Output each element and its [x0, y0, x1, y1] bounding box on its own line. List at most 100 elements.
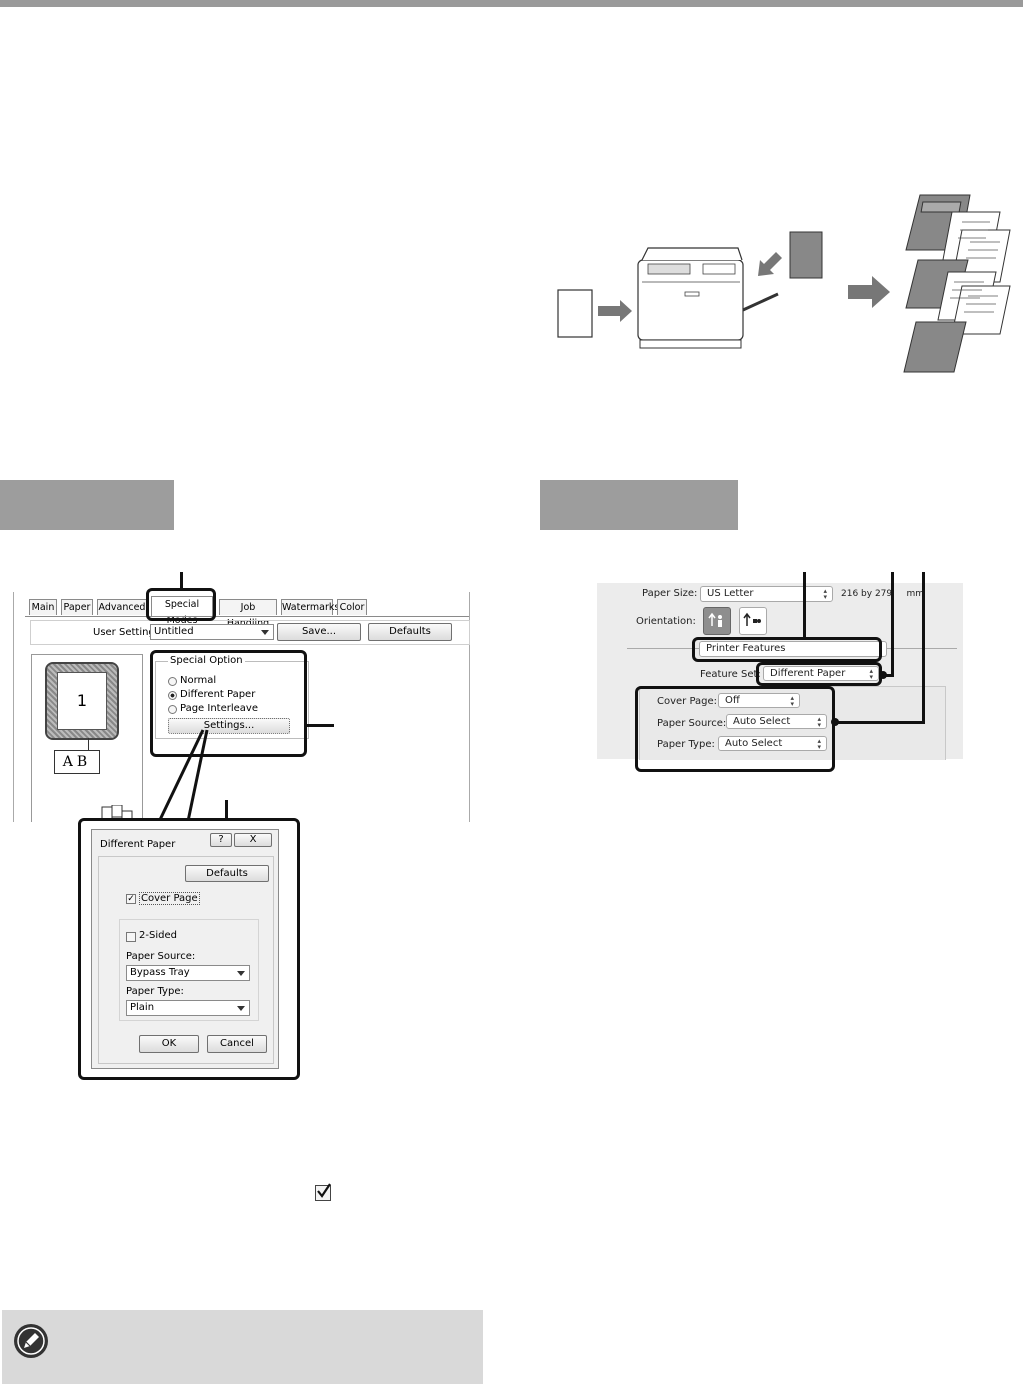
- tab-job-handling[interactable]: Job Handling: [219, 599, 277, 629]
- stepper-icon: ▴▾: [790, 694, 794, 708]
- user-settings-label: User Settings:: [93, 627, 164, 638]
- radio-page-interleave[interactable]: [168, 705, 177, 714]
- preview-letters: AB: [54, 750, 100, 774]
- paper-size-label: Paper Size:: [642, 588, 698, 599]
- paper-type-value: Auto Select: [725, 738, 783, 749]
- callout-special-option: [150, 650, 307, 757]
- cover-page-select[interactable]: Off ▴▾: [718, 693, 800, 708]
- tab-main[interactable]: Main: [29, 599, 57, 615]
- tab-paper[interactable]: Paper: [61, 599, 93, 615]
- paper-type-value: Plain: [130, 1002, 155, 1013]
- option-page-interleave-label: Page Interleave: [180, 703, 258, 714]
- callout-dot: [879, 671, 887, 679]
- windows-section-header: [0, 480, 174, 530]
- different-paper-illustration: [557, 194, 1011, 373]
- two-sided-checkbox[interactable]: [126, 932, 136, 942]
- close-button[interactable]: X: [234, 833, 272, 847]
- callout-leader: [180, 572, 183, 589]
- stepper-icon: ▴▾: [869, 667, 873, 681]
- callout-leader: [225, 800, 228, 820]
- feature-set-value: Different Paper: [770, 668, 846, 679]
- printer-features-value: Printer Features: [706, 643, 786, 654]
- user-settings-select[interactable]: Untitled: [150, 624, 274, 640]
- paper-size-select[interactable]: US Letter ▴▾: [700, 586, 833, 602]
- paper-size-units: mm: [906, 589, 924, 599]
- user-settings-row: User Settings: Untitled Save... Defaults: [30, 620, 470, 645]
- paper-source-value: Bypass Tray: [130, 967, 190, 978]
- stepper-icon: ▴▾: [817, 715, 821, 729]
- paper-size-dims-value: 216 by 279: [841, 589, 893, 599]
- callout-leader: [922, 572, 925, 724]
- two-sided-label: 2-Sided: [139, 930, 177, 941]
- paper-type-label: Paper Type:: [126, 986, 184, 997]
- callout-leader: [882, 674, 894, 677]
- chevron-down-icon: [261, 630, 269, 635]
- dialog-defaults-button[interactable]: Defaults: [185, 865, 269, 882]
- checkbox-checked-icon: [315, 1183, 331, 1201]
- callout-special-modes: [146, 588, 216, 621]
- feature-set-label: Feature Set:: [700, 669, 761, 680]
- mac-section-header: [540, 480, 738, 530]
- preview-connector: [88, 738, 89, 750]
- option-normal-label: Normal: [180, 675, 217, 686]
- callout-printer-features: [692, 637, 882, 662]
- radio-normal[interactable]: [168, 677, 177, 686]
- paper-source-label: Paper Source:: [126, 951, 196, 962]
- cancel-button[interactable]: Cancel: [207, 1035, 267, 1053]
- help-button[interactable]: ?: [210, 833, 232, 847]
- feature-set-select[interactable]: Different Paper ▴▾: [763, 666, 879, 681]
- paper-source-value: Auto Select: [733, 716, 791, 727]
- printer-features-select[interactable]: Printer Features: [699, 641, 887, 657]
- tab-advanced[interactable]: Advanced: [97, 599, 147, 615]
- callout-cover-options: [635, 686, 835, 772]
- tab-color[interactable]: Color: [337, 599, 367, 615]
- dialog-title: Different Paper: [100, 839, 176, 850]
- stepper-icon: ▴▾: [817, 737, 821, 751]
- callout-leader: [835, 721, 925, 724]
- callout-leader: [803, 572, 806, 638]
- note-pencil-icon: [14, 1324, 48, 1358]
- preview-page-frame: 1: [45, 662, 119, 740]
- cover-page-checkbox[interactable]: ✓: [126, 894, 136, 904]
- callout-leader: [306, 724, 334, 727]
- stepper-icon: ▴▾: [823, 587, 827, 601]
- paper-source-select[interactable]: Auto Select ▴▾: [726, 714, 827, 729]
- note-box: [2, 1310, 483, 1384]
- paper-type-select[interactable]: Auto Select ▴▾: [718, 736, 827, 751]
- option-different-paper-label: Different Paper: [180, 689, 256, 700]
- preview-pane: 1 AB: [31, 654, 143, 824]
- callout-zoom-lines: [155, 729, 209, 827]
- callout-dot: [831, 718, 839, 726]
- tab-strip: Main Paper Advanced Special Modes Job Ha…: [25, 596, 470, 629]
- special-option-title: Special Option: [168, 655, 245, 666]
- radio-different-paper[interactable]: [168, 691, 177, 700]
- chevron-down-icon: [237, 1006, 245, 1011]
- cover-options-group: 2-Sided Paper Source: Bypass Tray Paper …: [119, 919, 259, 1021]
- callout-leader: [891, 572, 894, 677]
- orientation-label: Orientation:: [636, 616, 696, 627]
- save-button[interactable]: Save...: [277, 623, 361, 641]
- chevron-down-icon: [237, 971, 245, 976]
- cover-page-label: Cover Page:: [657, 696, 718, 707]
- paper-size-value: US Letter: [707, 588, 754, 599]
- callout-feature-set: [756, 662, 882, 686]
- paper-source-select[interactable]: Bypass Tray: [126, 965, 250, 981]
- mac-print-dialog: Paper Size: US Letter ▴▾ 216 by 279 mm Or…: [597, 583, 963, 760]
- tab-watermarks[interactable]: Watermarks: [281, 599, 339, 615]
- dialog-body: Defaults ✓ Cover Page 2-Sided Paper Sour…: [98, 856, 274, 1064]
- paper-type-select[interactable]: Plain: [126, 1000, 250, 1016]
- different-paper-dialog: Different Paper ? X Defaults ✓ Cover Pag…: [91, 829, 279, 1069]
- landscape-orientation-icon[interactable]: [739, 607, 767, 635]
- top-rule: [0, 0, 1023, 7]
- ok-button[interactable]: OK: [139, 1035, 199, 1053]
- stapled-pages-icon: [100, 804, 136, 824]
- defaults-button[interactable]: Defaults: [368, 623, 452, 641]
- portrait-orientation-icon[interactable]: [703, 607, 731, 635]
- paper-source-label: Paper Source:: [657, 718, 727, 729]
- cover-page-value: Off: [725, 695, 740, 706]
- preview-page-number: 1: [57, 672, 107, 730]
- paper-size-dims: 216 by 279 mm: [841, 589, 924, 599]
- settings-button[interactable]: Settings...: [168, 718, 290, 734]
- user-settings-value: Untitled: [154, 626, 194, 637]
- paper-type-label: Paper Type:: [657, 739, 715, 750]
